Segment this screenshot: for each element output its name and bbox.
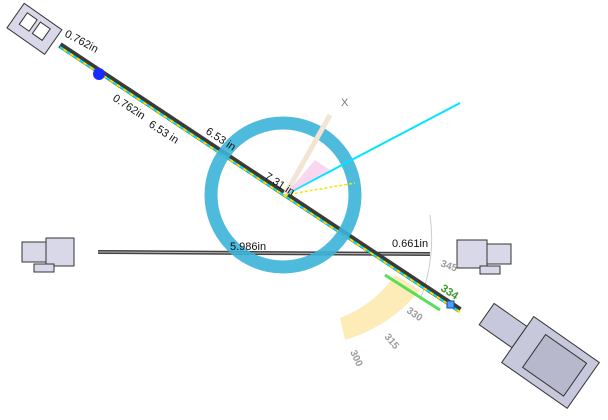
triad-plane[interactable] [285, 160, 330, 195]
triad-x-label: X [341, 97, 349, 109]
left-connector[interactable] [21, 237, 75, 273]
protractor-scale [419, 214, 433, 301]
dim-right-end[interactable]: 0.661in [392, 238, 428, 250]
top-connector[interactable] [6, 2, 63, 55]
angle-tick-330: 330 [404, 305, 424, 324]
large-connector[interactable] [469, 294, 601, 410]
rotation-ring[interactable] [204, 116, 362, 274]
triad-x-axis[interactable] [282, 113, 333, 197]
angle-tick-315: 315 [382, 332, 401, 352]
protractor-arc[interactable] [340, 275, 420, 340]
active-segment[interactable] [384, 273, 441, 312]
endpoint-handle-2[interactable] [446, 300, 455, 309]
endpoint-handle[interactable] [93, 68, 105, 80]
guide-line [284, 102, 461, 196]
right-connector[interactable] [456, 239, 512, 275]
triad-yellow-axis [284, 182, 356, 196]
wire-yellow-trace [59, 46, 461, 313]
dim-straight-wire[interactable]: 5.986in [230, 241, 266, 253]
angle-tick-345: 345 [439, 258, 459, 274]
angle-tick-300: 300 [347, 349, 364, 369]
diagonal-wire[interactable] [58, 42, 462, 313]
